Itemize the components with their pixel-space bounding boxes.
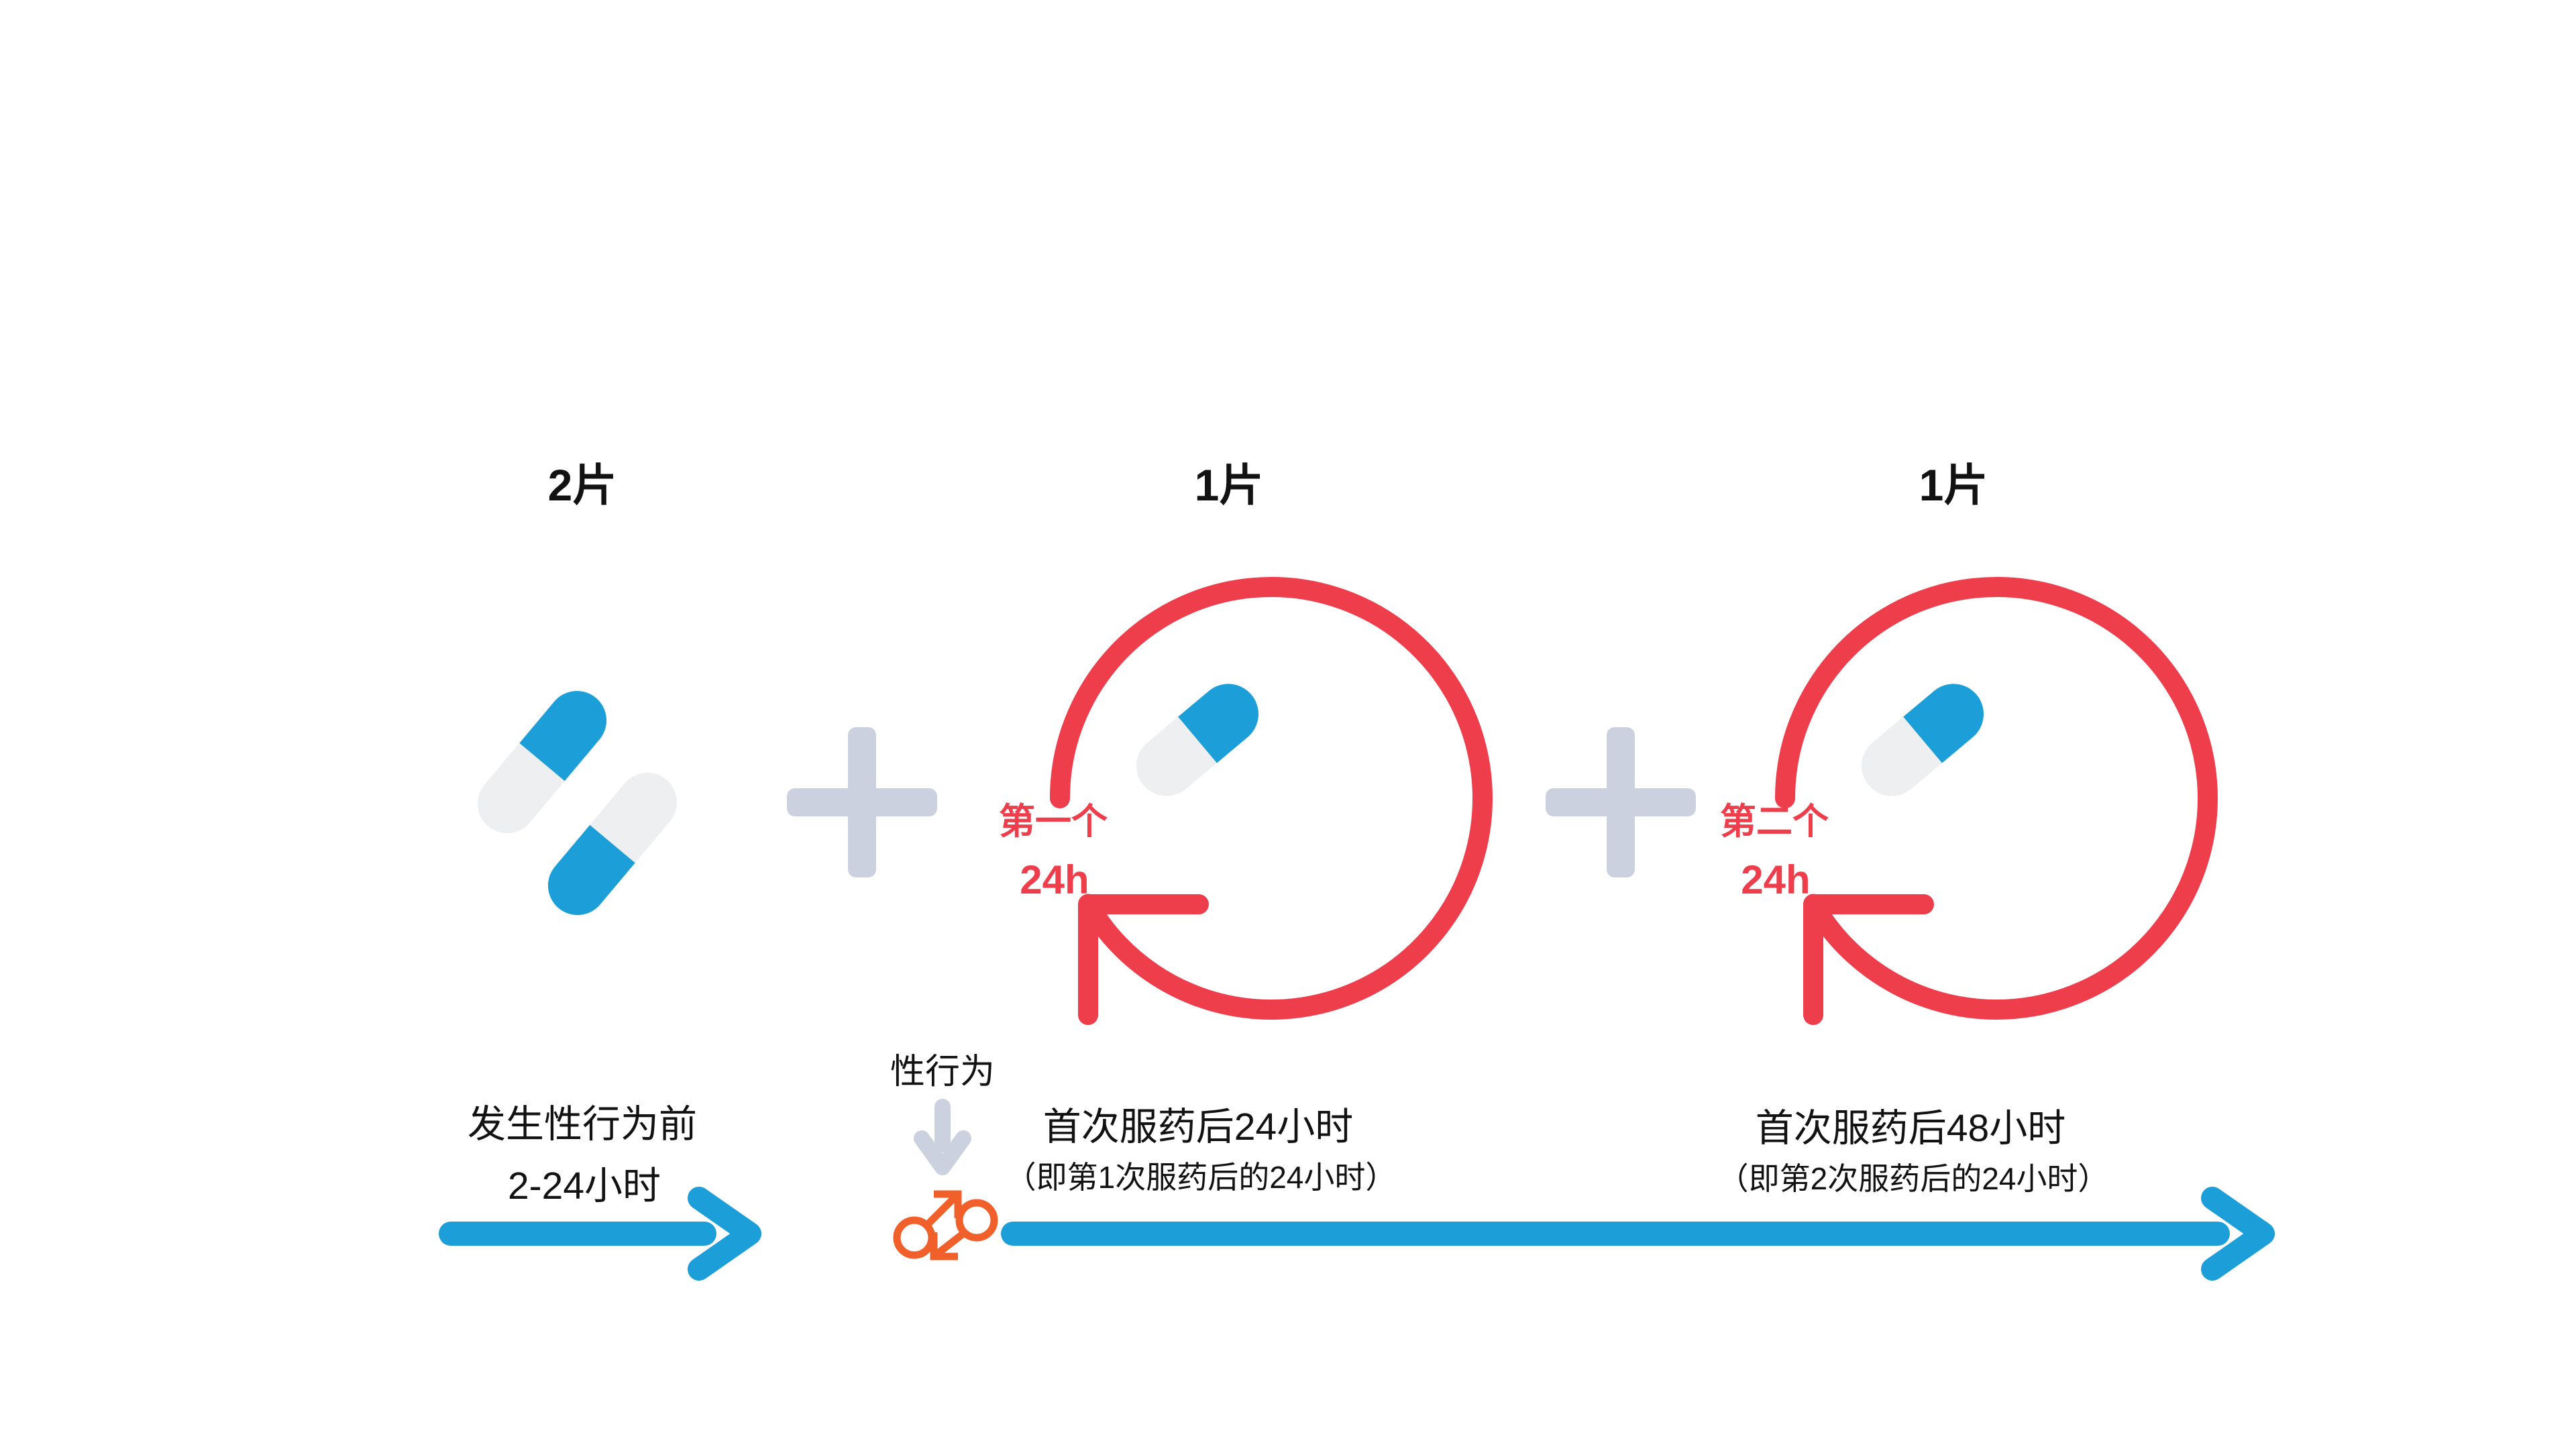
stage-after24-line2: （即第1次服药后的24小时）	[1005, 1160, 1397, 1195]
dose-label-2-pills: 2片	[547, 460, 617, 510]
stage-after48-line1: 首次服药后48小时	[1755, 1107, 2066, 1150]
circular-24h-arrow-icon-first	[1050, 577, 1493, 1025]
cycle-ring	[1050, 577, 1493, 1020]
pill-icon-first	[1136, 684, 1258, 796]
sex-event-label: 性行为	[890, 1053, 996, 1091]
cycle-arrowhead	[1078, 894, 1209, 1025]
first-cycle-hours: 24h	[1020, 857, 1089, 902]
stage-after48-line2: （即第2次服药后的24小时）	[1717, 1161, 2109, 1196]
cycle-ring	[1775, 577, 2218, 1020]
dose-label-1-pill-second: 1片	[1919, 460, 1988, 510]
timeline-right-arrow-icon-second	[1001, 1187, 2275, 1281]
stage-before-line1: 发生性行为前	[468, 1103, 697, 1146]
plus-icon	[787, 727, 937, 877]
two-pills-icon	[477, 690, 678, 916]
stage-after24-line1: 首次服药后24小时	[1042, 1106, 1354, 1148]
pill-icon-second	[1862, 684, 1984, 796]
male-male-sex-icon	[893, 1190, 998, 1260]
circular-24h-arrow-icon-second	[1775, 577, 2218, 1025]
first-cycle-label: 第一个	[999, 802, 1108, 842]
dose-label-1-pill-first: 1片	[1194, 460, 1264, 510]
second-cycle-hours: 24h	[1741, 857, 1811, 902]
down-arrow-icon	[914, 1099, 971, 1175]
second-cycle-label: 第二个	[1720, 802, 1829, 842]
stage-before-line2: 2-24小时	[507, 1165, 661, 1208]
cycle-arrowhead	[1803, 894, 1934, 1025]
timeline-right-arrow-icon-first	[439, 1187, 761, 1281]
plus-icon	[1546, 727, 1696, 877]
